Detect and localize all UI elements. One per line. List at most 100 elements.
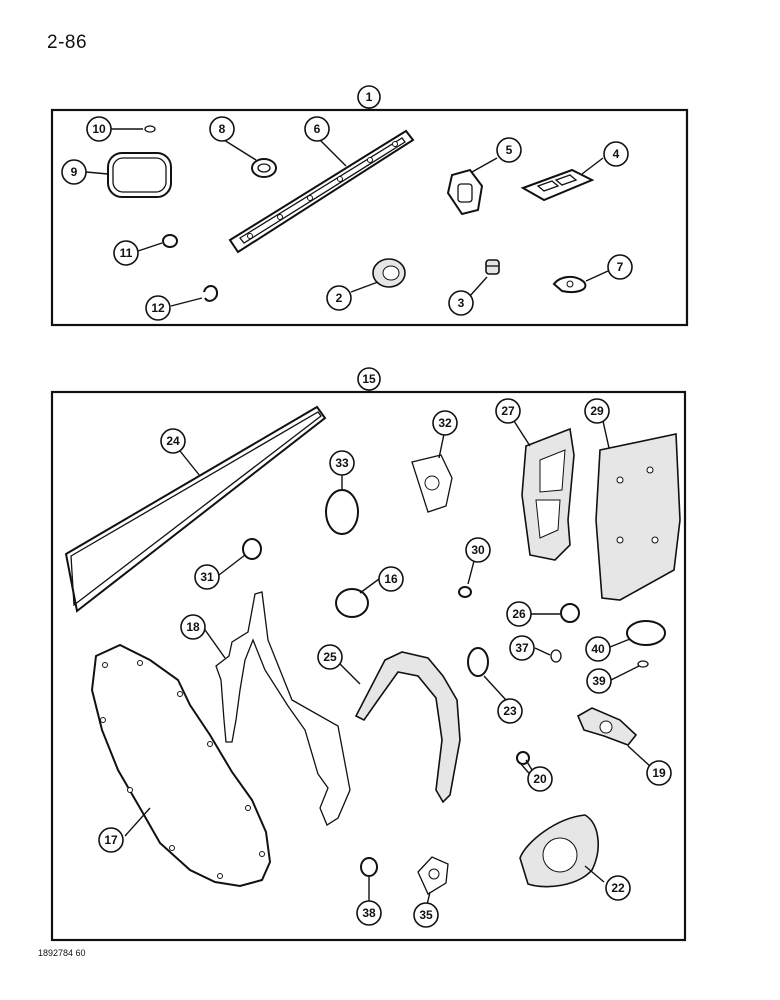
- svg-text:11: 11: [120, 246, 133, 260]
- svg-text:25: 25: [323, 650, 337, 664]
- svg-text:1: 1: [366, 90, 373, 104]
- svg-text:32: 32: [438, 416, 452, 430]
- callout-6: 6: [304, 116, 330, 142]
- svg-text:5: 5: [506, 143, 513, 157]
- svg-text:8: 8: [219, 122, 226, 136]
- part-25-cover-gasket: [354, 651, 461, 804]
- svg-text:23: 23: [503, 704, 517, 718]
- part-5-manifold-gasket: [446, 168, 484, 216]
- part-18-housing-gasket: [215, 591, 351, 826]
- part-24-rocker-cover-gasket: [64, 405, 327, 613]
- callout-11: 11: [113, 240, 139, 266]
- svg-text:12: 12: [151, 301, 165, 315]
- part-4-plate-gasket: [520, 168, 595, 202]
- part-33-oring: [325, 489, 359, 535]
- svg-text:35: 35: [419, 908, 433, 922]
- callout-3: 3: [448, 290, 474, 316]
- callout-39: 39: [586, 668, 612, 694]
- callout-40: 40: [585, 636, 611, 662]
- callout-26: 26: [506, 601, 532, 627]
- part-22-pump-gasket: [519, 814, 599, 888]
- part-37-seal: [550, 649, 562, 663]
- svg-text:33: 33: [335, 456, 349, 470]
- svg-text:27: 27: [501, 404, 515, 418]
- svg-text:6: 6: [314, 122, 321, 136]
- callout-15: 15: [357, 367, 381, 391]
- callout-9: 9: [61, 159, 87, 185]
- part-26-oring: [560, 603, 580, 623]
- svg-text:31: 31: [200, 570, 214, 584]
- svg-text:16: 16: [384, 572, 398, 586]
- callout-17: 17: [98, 827, 124, 853]
- callout-24: 24: [160, 428, 186, 454]
- part-30-washer: [458, 586, 472, 598]
- part-40-oring: [626, 620, 666, 646]
- svg-text:22: 22: [611, 881, 625, 895]
- callout-20: 20: [527, 766, 553, 792]
- part-6-cover-gasket: [228, 129, 415, 254]
- callout-12: 12: [145, 295, 171, 321]
- part-7-flange-gasket: [552, 276, 587, 293]
- figure-code: 1892784 60: [38, 948, 86, 958]
- part-23-oring: [467, 647, 489, 677]
- callout-8: 8: [209, 116, 235, 142]
- callout-1: 1: [357, 85, 381, 109]
- callout-10: 10: [86, 116, 112, 142]
- callout-2: 2: [326, 285, 352, 311]
- svg-text:2: 2: [336, 291, 343, 305]
- part-27-cooler-gasket: [521, 427, 575, 561]
- svg-text:18: 18: [186, 620, 200, 634]
- part-19-elbow-gasket: [576, 707, 638, 746]
- callout-38: 38: [356, 900, 382, 926]
- callout-31: 31: [194, 564, 220, 590]
- group-1-frame: [50, 108, 689, 327]
- part-32-flange-gasket: [411, 454, 453, 513]
- svg-text:15: 15: [362, 372, 376, 386]
- callout-16: 16: [378, 566, 404, 592]
- part-39-oring: [637, 660, 649, 668]
- svg-text:4: 4: [613, 147, 620, 161]
- svg-text:24: 24: [166, 434, 180, 448]
- callout-27: 27: [495, 398, 521, 424]
- svg-text:37: 37: [515, 641, 529, 655]
- part-10-small-oring: [144, 125, 156, 133]
- part-17-gear-cover-gasket: [90, 643, 272, 888]
- svg-text:3: 3: [458, 296, 465, 310]
- svg-text:9: 9: [71, 165, 78, 179]
- part-31-oring: [242, 538, 262, 560]
- callout-35: 35: [413, 902, 439, 928]
- part-11-oring: [162, 234, 178, 248]
- svg-text:26: 26: [512, 607, 526, 621]
- part-2-oil-seal: [372, 258, 406, 288]
- svg-text:40: 40: [591, 642, 605, 656]
- callout-19: 19: [646, 760, 672, 786]
- part-8-seal-ring: [251, 158, 277, 178]
- callout-4: 4: [603, 141, 629, 167]
- svg-text:10: 10: [92, 122, 106, 136]
- callout-18: 18: [180, 614, 206, 640]
- callout-22: 22: [605, 875, 631, 901]
- part-38-oring: [360, 857, 378, 877]
- part-12-clip: [203, 285, 219, 302]
- page-number: 2-86: [47, 32, 88, 53]
- svg-text:30: 30: [471, 543, 485, 557]
- part-35-flange-gasket: [417, 856, 449, 895]
- svg-text:20: 20: [533, 772, 547, 786]
- callout-30: 30: [465, 537, 491, 563]
- callout-25: 25: [317, 644, 343, 670]
- callout-29: 29: [584, 398, 610, 424]
- svg-text:29: 29: [590, 404, 604, 418]
- part-16-oring: [335, 588, 369, 618]
- svg-text:38: 38: [362, 906, 376, 920]
- callout-33: 33: [329, 450, 355, 476]
- callout-7: 7: [607, 254, 633, 280]
- svg-text:39: 39: [592, 674, 606, 688]
- callout-5: 5: [496, 137, 522, 163]
- part-9-square-seal: [107, 152, 172, 198]
- callout-32: 32: [432, 410, 458, 436]
- callout-37: 37: [509, 635, 535, 661]
- callout-23: 23: [497, 698, 523, 724]
- part-29-cover-gasket: [595, 433, 681, 601]
- svg-text:7: 7: [617, 260, 624, 274]
